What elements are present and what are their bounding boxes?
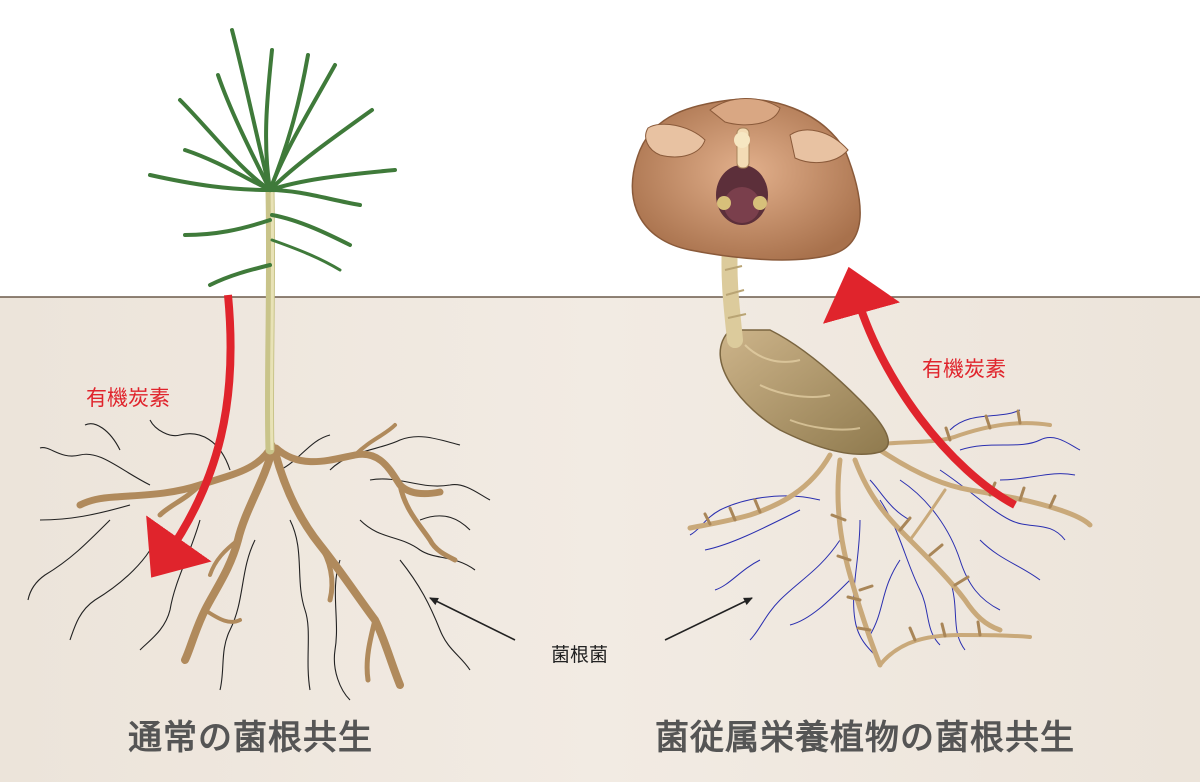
caption-right: 菌従属栄養植物の菌根共生 xyxy=(655,718,1075,758)
fungus-label: 菌根菌 xyxy=(551,644,609,666)
left-stem xyxy=(264,185,276,455)
caption-left: 通常の菌根共生 xyxy=(128,718,373,758)
right-tuber xyxy=(719,329,890,455)
left-carbon-arrow xyxy=(146,294,235,578)
left-plant xyxy=(27,28,491,701)
carbon-label-right: 有機炭素 xyxy=(922,357,1006,381)
carbon-label-left: 有機炭素 xyxy=(86,386,170,410)
left-roots xyxy=(76,423,458,689)
right-rootlets xyxy=(703,409,1057,642)
right-carbon-arrow xyxy=(822,266,1017,509)
right-plant xyxy=(631,98,1093,668)
right-flower xyxy=(631,98,861,261)
fungus-pointer-right xyxy=(664,597,753,641)
fungus-pointer-left xyxy=(429,597,516,641)
left-needles xyxy=(148,28,397,287)
